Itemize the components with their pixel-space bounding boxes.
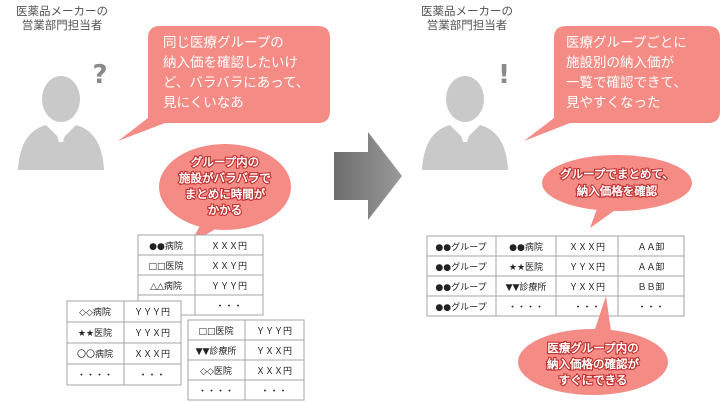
right-role-line-2: 営業部門担当者 — [427, 18, 508, 32]
table-cell: ・・・ — [138, 371, 165, 381]
table-cell: ＹＹＹ円 — [134, 307, 170, 318]
right-top-callout-line-2: 納入価格を確認 — [577, 184, 658, 198]
right-bottom-callout: 医療グループ内の 納入価格の確認が すぐにできる — [518, 296, 668, 395]
right-speech-line-3: 一覧で確認できて、 — [566, 74, 687, 91]
table-cell: ・・・・ — [77, 371, 113, 381]
table-cell: □□医院 — [198, 325, 233, 337]
left-speech-line-3: ど、バラバラにあって、 — [163, 75, 309, 91]
left-callout-line-4: かかる — [208, 203, 243, 217]
table-cell: ＹＸＸ円 — [569, 282, 605, 293]
left-panel: 医薬品メーカーの 営業部門担当者 ? 同じ医療グループの 納入価を確認したいけ … — [16, 4, 330, 401]
table-cell: ●●病院 — [509, 241, 543, 253]
table-cell: ▼▼診療所 — [506, 281, 547, 293]
person-icon — [422, 76, 508, 170]
table-cell: ◇◇病院 — [79, 306, 111, 318]
table-cell: ●●グループ — [435, 241, 486, 253]
right-role-line-1: 医薬品メーカーの — [421, 4, 513, 18]
left-speech-line-2: 納入価を確認したいけ — [163, 55, 298, 71]
table-cell: ＡＡ卸 — [637, 241, 664, 253]
table-cell: ・・・ — [260, 387, 287, 397]
right-speech-bubble: 医療グループごとに 施設別の納入価が 一覧で確認できて、 見やすくなった — [524, 26, 720, 141]
table-cell: ・・・ — [573, 303, 600, 313]
table-cell: ＹＹＹ円 — [211, 281, 247, 292]
left-role-line-2: 営業部門担当者 — [22, 18, 103, 32]
table-cell: ●●グループ — [435, 281, 486, 293]
table-cell: ●●病院 — [149, 240, 183, 252]
table-cell: ＹＸＸ円 — [256, 346, 292, 357]
table-cell: △△病院 — [150, 280, 182, 292]
table-cell: ＸＸＸ円 — [134, 349, 170, 360]
table-cell: ＸＸＹ円 — [211, 261, 247, 272]
table-cell: ・・・ — [637, 303, 664, 313]
left-table-2: ◇◇病院 ＹＹＹ円 ★★医院 ＹＹＸ円 〇〇病院 ＸＸＸ円 ・・・・ ・・・ — [66, 300, 182, 386]
right-top-callout-line-1: グループでまとめて、 — [560, 167, 674, 181]
table-cell: ▼▼診療所 — [196, 345, 237, 357]
left-callout-line-3: まとめに時間が — [185, 187, 266, 201]
table-cell: ◇◇医院 — [200, 365, 232, 377]
left-table-3: □□医院 ＹＹＹ円 ▼▼診療所 ＹＸＸ円 ◇◇医院 ＸＸＸ円 ・・・・ ・・・ — [187, 319, 305, 401]
table-cell: ★★医院 — [78, 327, 112, 339]
question-mark: ? — [92, 60, 107, 90]
left-speech-line-4: 見にくいなあ — [163, 95, 244, 111]
table-cell: ＢＢ卸 — [637, 281, 664, 293]
table-cell: ＹＹＹ円 — [256, 326, 292, 337]
table-cell: ＸＸＸ円 — [569, 242, 605, 253]
right-bottom-callout-line-2: 納入価格の確認が — [547, 357, 639, 371]
exclamation-mark: ! — [498, 60, 510, 90]
transition-arrow-icon — [334, 132, 402, 220]
table-cell: ＸＸＸ円 — [211, 241, 247, 252]
table-cell: ●●グループ — [435, 261, 486, 273]
left-role-line-1: 医薬品メーカーの — [16, 4, 108, 18]
table-cell: ・・・・ — [198, 387, 234, 397]
table-cell: ★★医院 — [509, 261, 543, 273]
left-callout-line-2: 施設がバラバラで — [179, 171, 271, 185]
left-speech-bubble: 同じ医療グループの 納入価を確認したいけ ど、バラバラにあって、 見にくいなあ — [118, 26, 330, 141]
table-cell: □□医院 — [148, 260, 183, 272]
right-speech-line-2: 施設別の納入価が — [566, 55, 674, 71]
person-icon — [18, 76, 104, 170]
table-cell: ＹＹＸ円 — [134, 328, 170, 339]
table-cell: 〇〇病院 — [77, 348, 113, 360]
table-cell: ＸＸＸ円 — [256, 366, 292, 377]
table-cell: ●●グループ — [435, 301, 486, 313]
left-callout: グループ内の 施設がバラバラで まとめに時間が かかる — [159, 144, 291, 244]
right-bottom-callout-line-1: 医療グループ内の — [547, 341, 638, 355]
right-table: ●●グループ ●●病院 ＸＸＸ円 ＡＡ卸 ●●グループ ★★医院 ＹＹＸ円 ＡＡ… — [426, 235, 685, 317]
left-table-1: ●●病院 ＸＸＸ円 □□医院 ＸＸＹ円 △△病院 ＹＹＹ円 ・・・・ ・・・ — [137, 234, 264, 316]
table-cell: ・・・・ — [508, 303, 544, 313]
table-cell: ・・・ — [215, 302, 242, 312]
left-speech-line-1: 同じ医療グループの — [163, 34, 284, 51]
right-top-callout: グループでまとめて、 納入価格を確認 — [542, 155, 692, 228]
table-cell: ＹＹＸ円 — [569, 262, 605, 273]
table-cell: ＡＡ卸 — [637, 261, 664, 273]
right-speech-line-4: 見やすくなった — [566, 95, 661, 111]
right-bottom-callout-line-3: すぐにできる — [559, 373, 628, 387]
right-speech-line-1: 医療グループごとに — [566, 34, 687, 51]
right-panel: 医薬品メーカーの 営業部門担当者 ! 医療グループごとに 施設別の納入価が 一覧… — [421, 4, 720, 395]
left-callout-line-1: グループ内の — [191, 155, 259, 169]
